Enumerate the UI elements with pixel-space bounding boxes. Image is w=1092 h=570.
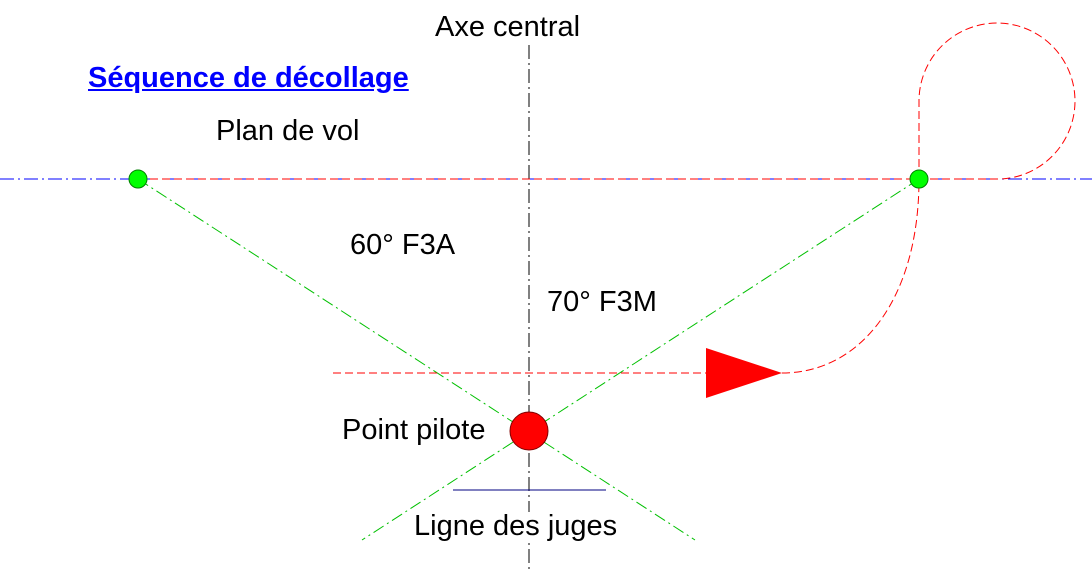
marker-left	[128, 169, 148, 189]
angle-line-right	[361, 178, 920, 541]
marker-right	[909, 169, 929, 189]
diagram-title: Séquence de décollage	[88, 62, 409, 94]
angle-line-left	[137, 178, 696, 541]
direction-arrow-icon	[706, 348, 782, 398]
climb-curve	[781, 178, 920, 374]
flight-plane-label: Plan de vol	[216, 115, 360, 147]
judges-line-label: Ligne des juges	[414, 510, 618, 542]
f3a-angle-label: 60° F3A	[350, 229, 456, 261]
pilot-point-label: Point pilote	[342, 414, 486, 446]
loop-curve	[918, 22, 1076, 180]
pilot-point-marker	[509, 411, 549, 451]
central-axis-label: Axe central	[435, 11, 581, 43]
f3m-angle-label: 70° F3M	[547, 286, 657, 318]
